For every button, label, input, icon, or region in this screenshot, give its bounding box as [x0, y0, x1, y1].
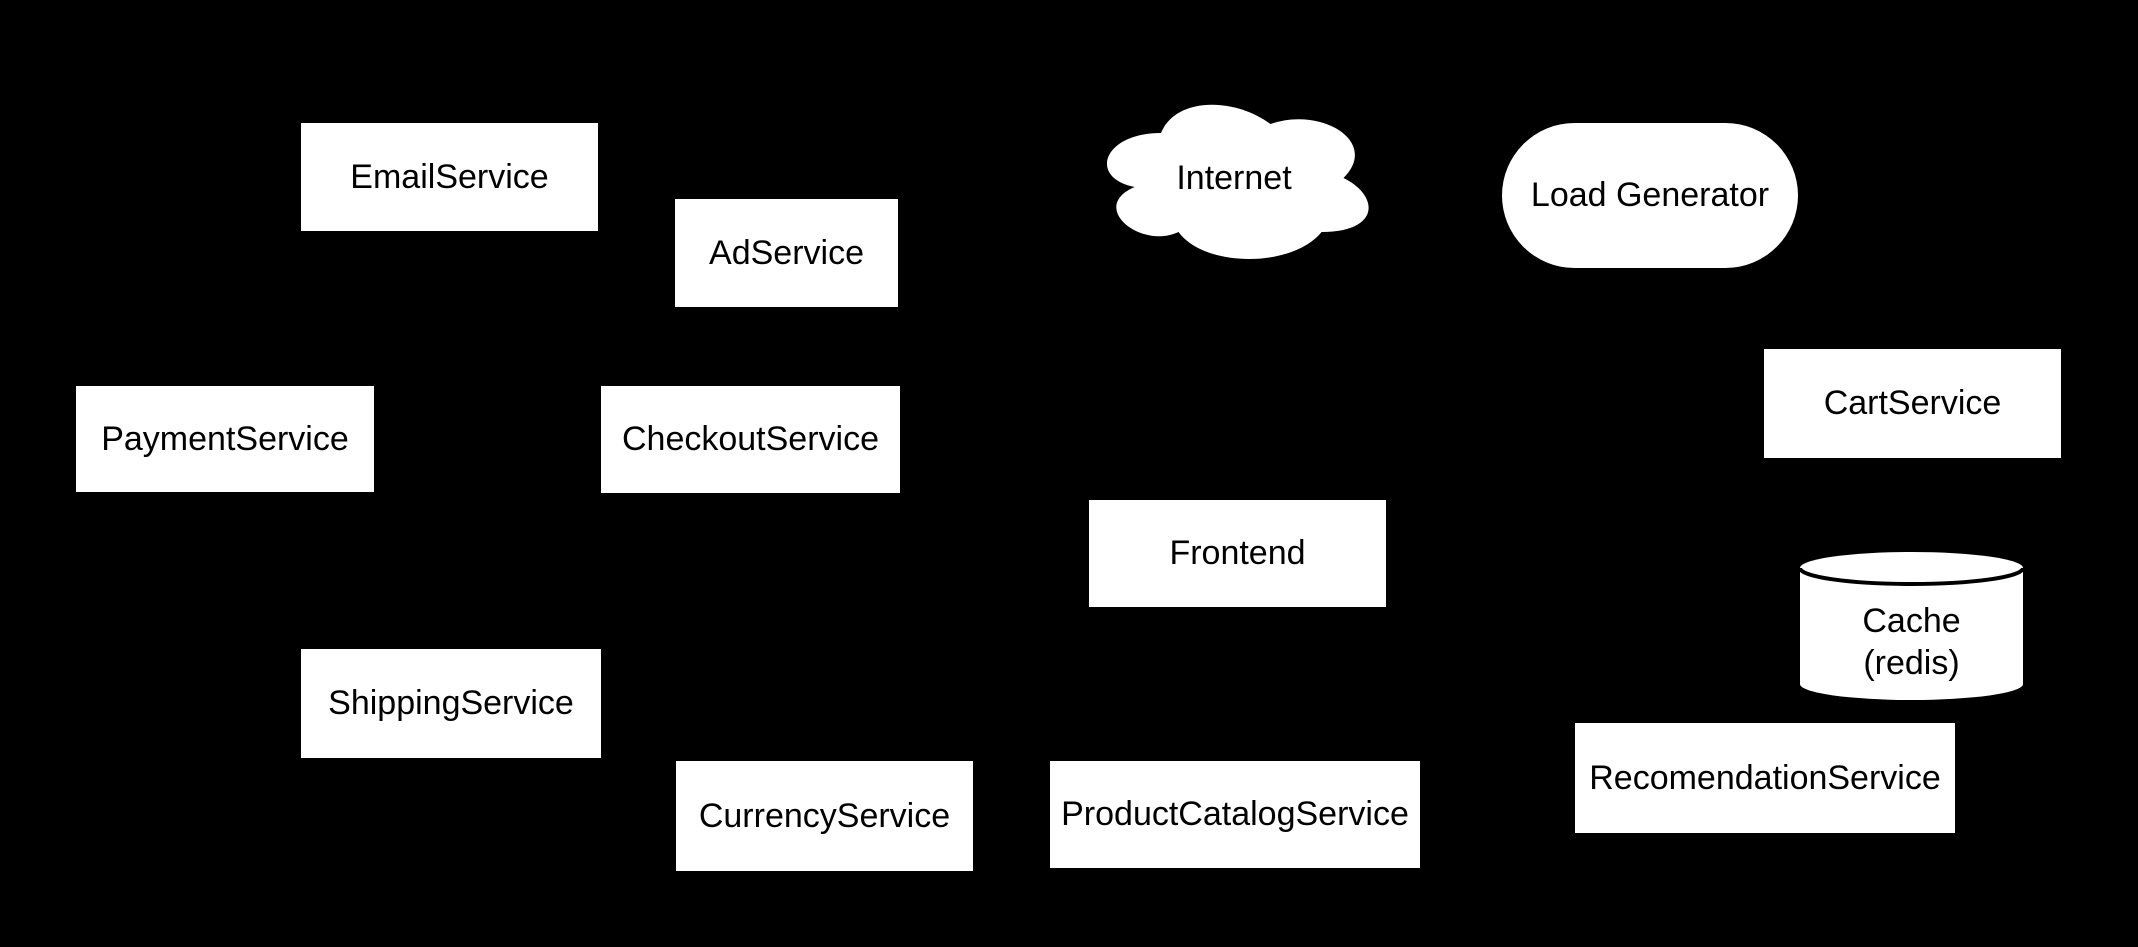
node-internet[interactable]: Internet: [1088, 88, 1380, 268]
node-shipping-service[interactable]: ShippingService: [301, 649, 601, 758]
node-ad-service[interactable]: AdService: [675, 199, 898, 307]
cylinder-body: [1800, 552, 2023, 700]
cloud-shape: [1106, 104, 1369, 259]
node-sublabel-cache-redis: (redis): [1863, 644, 1960, 682]
node-label-payment-service: PaymentService: [101, 419, 349, 458]
node-recomendation-service[interactable]: RecomendationService: [1575, 723, 1955, 833]
node-label-frontend: Frontend: [1169, 534, 1306, 573]
database-cylinder-icon: [1800, 552, 2023, 700]
node-label-recomendation-service: RecomendationService: [1589, 758, 1941, 797]
node-label-email-service: EmailService: [350, 157, 549, 196]
node-cache-redis[interactable]: Cache (redis): [1800, 552, 2023, 700]
node-label-internet-wrap: Internet: [1088, 88, 1380, 268]
node-frontend[interactable]: Frontend: [1089, 500, 1386, 607]
node-product-catalog-service[interactable]: ProductCatalogService: [1050, 761, 1420, 868]
node-load-generator[interactable]: Load Generator: [1502, 123, 1798, 268]
node-checkout-service[interactable]: CheckoutService: [601, 386, 900, 493]
node-label-product-catalog-service: ProductCatalogService: [1061, 795, 1409, 834]
cloud-icon: [1106, 104, 1369, 259]
node-label-checkout-service: CheckoutService: [621, 420, 879, 459]
node-label-cache-wrap: Cache (redis): [1800, 584, 2023, 700]
node-label-currency-service: CurrencyService: [698, 796, 951, 835]
cylinder-rim: [1800, 567, 2023, 586]
node-label-ad-service: AdService: [709, 233, 864, 272]
node-label-shipping-service: ShippingService: [328, 684, 574, 723]
node-label-cache: Cache: [1862, 602, 1961, 640]
node-label-internet: Internet: [1176, 158, 1292, 197]
node-label-load-generator: Load Generator: [1530, 176, 1770, 215]
node-cart-service[interactable]: CartService: [1764, 349, 2061, 458]
node-email-service[interactable]: EmailService: [301, 123, 598, 231]
node-currency-service[interactable]: CurrencyService: [676, 761, 973, 871]
node-payment-service[interactable]: PaymentService: [76, 386, 374, 492]
node-label-cart-service: CartService: [1823, 384, 2002, 423]
